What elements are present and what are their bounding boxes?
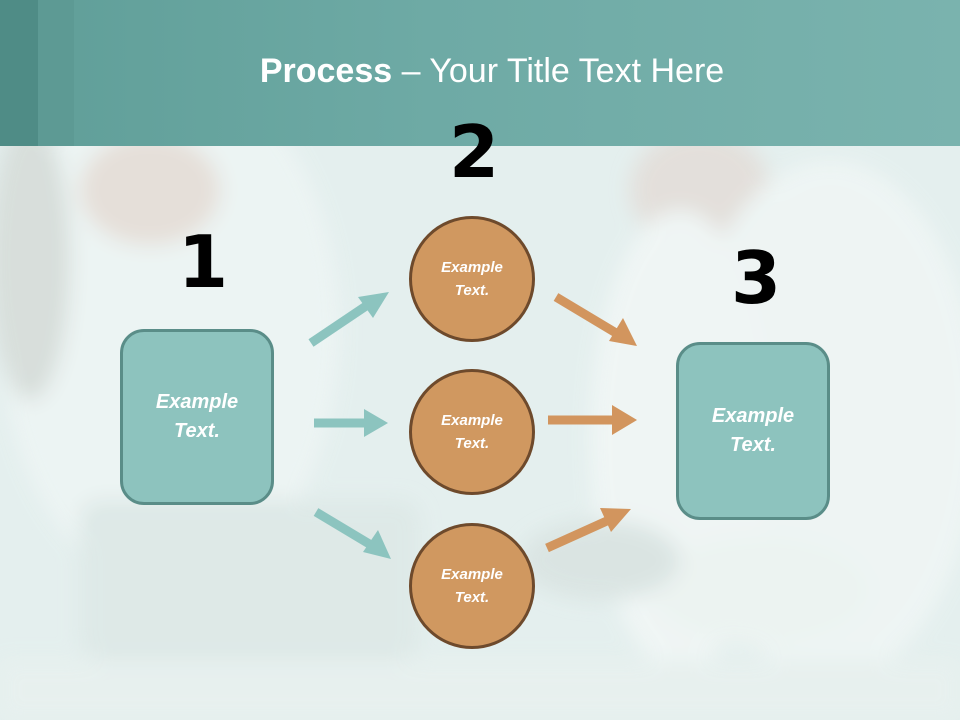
title-bar-accent: [0, 0, 38, 146]
title-rest: – Your Title Text Here: [392, 52, 725, 90]
step-2-circle-bottom: Example Text.: [409, 523, 535, 649]
arrow-from-circle-2: [548, 405, 637, 435]
page-title: Process – Your Title Text Here: [0, 52, 960, 91]
title-bold: Process: [259, 52, 393, 90]
circle-middle-text: Example Text.: [441, 412, 503, 452]
step-number-3: 3: [731, 236, 782, 320]
step-3-text: Example Text.: [711, 405, 795, 456]
step-number-2: 2: [449, 110, 500, 194]
title-bar-accent-2: [38, 0, 74, 146]
circle-bottom-text: Example Text.: [441, 566, 503, 606]
step-number-1: 1: [178, 220, 229, 304]
arrow-from-circle-3: [545, 508, 631, 553]
title-bar: [0, 0, 960, 146]
circle-top-text: Example Text.: [441, 259, 503, 299]
step-1-box: Example Text.: [120, 329, 274, 505]
step-2-circle-middle: Example Text.: [409, 369, 535, 495]
step-3-box: Example Text.: [676, 342, 830, 520]
arrow-to-circle-3: [313, 508, 391, 559]
arrow-to-circle-2: [314, 409, 388, 437]
step-1-text: Example Text.: [155, 391, 239, 442]
arrow-to-circle-1: [308, 292, 389, 347]
step-2-circle-top: Example Text.: [409, 216, 535, 342]
arrow-from-circle-1: [553, 293, 637, 346]
